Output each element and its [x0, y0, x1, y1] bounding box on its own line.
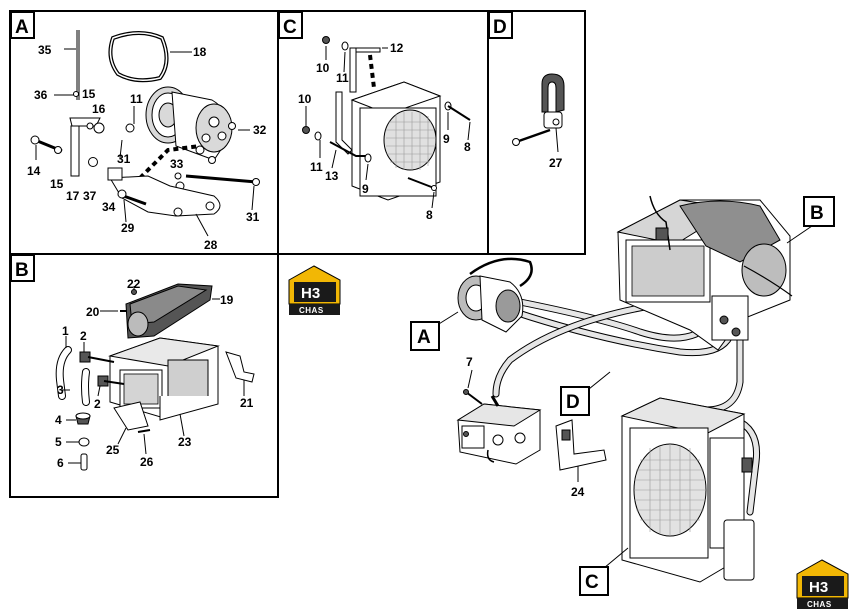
- panel-d-callout: 27: [549, 156, 563, 170]
- svg-text:8: 8: [426, 208, 433, 222]
- svg-text:26: 26: [140, 455, 154, 469]
- panel-d-drawing: [512, 73, 565, 153]
- svg-text:10: 10: [316, 61, 330, 75]
- svg-text:34: 34: [102, 200, 116, 214]
- svg-text:31: 31: [117, 152, 131, 166]
- svg-text:22: 22: [127, 277, 141, 291]
- svg-text:35: 35: [38, 43, 52, 57]
- svg-text:25: 25: [106, 443, 120, 457]
- panel-d-tag: D: [488, 11, 513, 39]
- main-callout-24: 24: [571, 485, 585, 499]
- svg-text:1: 1: [62, 324, 69, 338]
- svg-text:C: C: [283, 17, 297, 38]
- main-callout-c: C: [579, 566, 609, 596]
- svg-text:9: 9: [443, 132, 450, 146]
- brand-logo-corner: H3 CHAS: [796, 559, 849, 609]
- svg-text:16: 16: [92, 102, 106, 116]
- svg-text:6: 6: [57, 456, 64, 470]
- svg-text:4: 4: [55, 413, 62, 427]
- svg-text:12: 12: [390, 41, 404, 55]
- svg-text:H3: H3: [301, 285, 320, 302]
- panel-d-frame: [487, 10, 586, 255]
- svg-text:11: 11: [310, 160, 323, 174]
- svg-text:29: 29: [121, 221, 135, 235]
- svg-text:A: A: [15, 17, 29, 38]
- svg-text:31: 31: [246, 210, 260, 224]
- panel-b-callouts: 22 20 19 1 2 3 2 4 5 6 21 25 26 23: [55, 277, 254, 470]
- svg-text:3: 3: [57, 383, 64, 397]
- svg-text:2: 2: [94, 397, 101, 411]
- svg-text:8: 8: [464, 140, 471, 154]
- svg-text:18: 18: [193, 45, 207, 59]
- main-callout-d: D: [560, 386, 590, 416]
- svg-text:28: 28: [204, 238, 218, 252]
- svg-text:17: 17: [66, 189, 80, 203]
- svg-text:11: 11: [336, 71, 349, 85]
- svg-text:D: D: [493, 17, 507, 38]
- svg-text:11: 11: [130, 92, 143, 106]
- svg-text:32: 32: [253, 123, 267, 137]
- main-callout-7: 7: [466, 355, 473, 369]
- svg-text:2: 2: [80, 329, 87, 343]
- svg-text:A: A: [417, 327, 431, 348]
- panel-a-tag: A: [10, 11, 35, 39]
- panel-c-tag: C: [278, 11, 303, 39]
- svg-text:37: 37: [83, 189, 97, 203]
- svg-text:36: 36: [34, 88, 48, 102]
- svg-text:15: 15: [82, 87, 96, 101]
- svg-text:D: D: [566, 392, 580, 413]
- svg-text:23: 23: [178, 435, 192, 449]
- main-callout-b: B: [803, 196, 835, 227]
- svg-text:C: C: [585, 572, 599, 593]
- svg-text:10: 10: [298, 92, 312, 106]
- panel-b-tag: B: [10, 254, 35, 282]
- main-assembly-drawing: [433, 195, 813, 583]
- svg-text:14: 14: [27, 164, 41, 178]
- svg-text:9: 9: [362, 182, 369, 196]
- panel-c-drawing: [302, 36, 471, 209]
- svg-text:20: 20: [86, 305, 100, 319]
- brand-logo-center: H3 CHAS: [288, 265, 341, 315]
- svg-text:B: B: [15, 260, 29, 281]
- svg-text:CHAS: CHAS: [807, 600, 832, 609]
- svg-text:CHAS: CHAS: [299, 306, 324, 315]
- svg-text:21: 21: [240, 396, 254, 410]
- panel-b-frame: [9, 253, 279, 498]
- svg-text:5: 5: [55, 435, 62, 449]
- svg-text:13: 13: [325, 169, 339, 183]
- svg-text:B: B: [810, 203, 824, 224]
- svg-text:33: 33: [170, 157, 184, 171]
- svg-text:H3: H3: [809, 579, 828, 596]
- panel-a-drawing: [30, 30, 260, 237]
- svg-text:19: 19: [220, 293, 234, 307]
- main-callout-a: A: [410, 321, 440, 351]
- panel-b-drawing: [55, 283, 255, 471]
- panel-a-callouts: 35 18 36 15 16 11 32 14 15 17 37 31 33 3…: [27, 43, 267, 252]
- panel-c-callouts: 12 10 11 10 9 8 11 13 9 8: [298, 41, 471, 222]
- svg-text:15: 15: [50, 177, 64, 191]
